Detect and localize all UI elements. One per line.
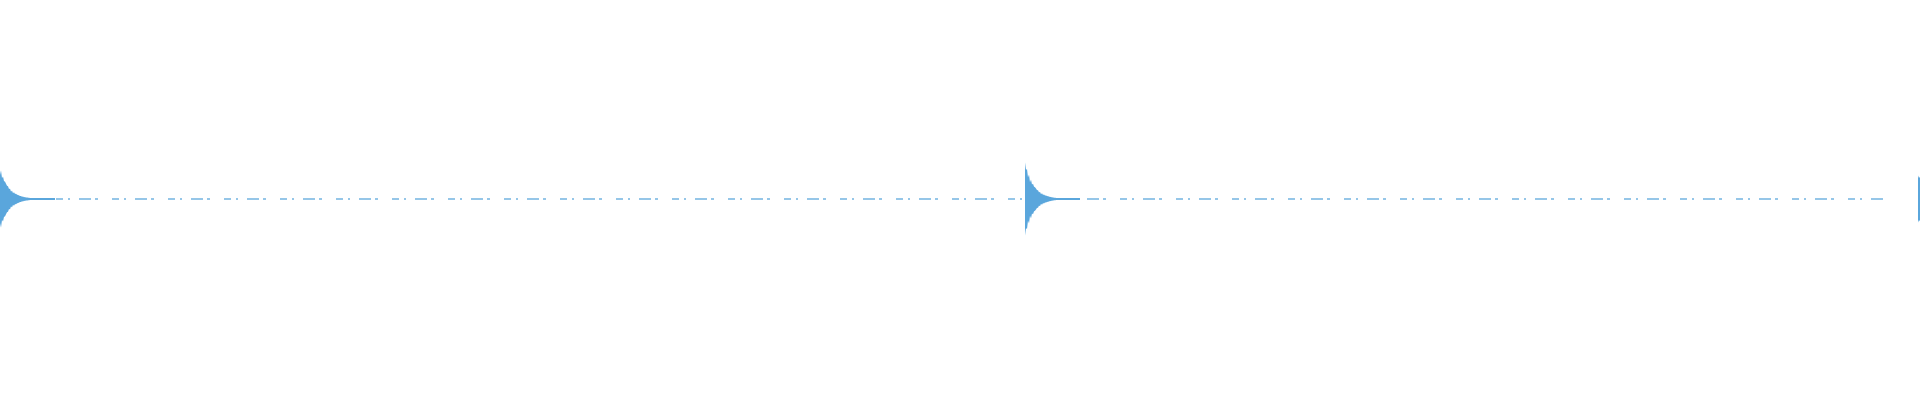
waveform-transient — [1025, 162, 1080, 236]
waveform-transients — [0, 162, 1920, 236]
waveform-transient — [0, 170, 55, 228]
